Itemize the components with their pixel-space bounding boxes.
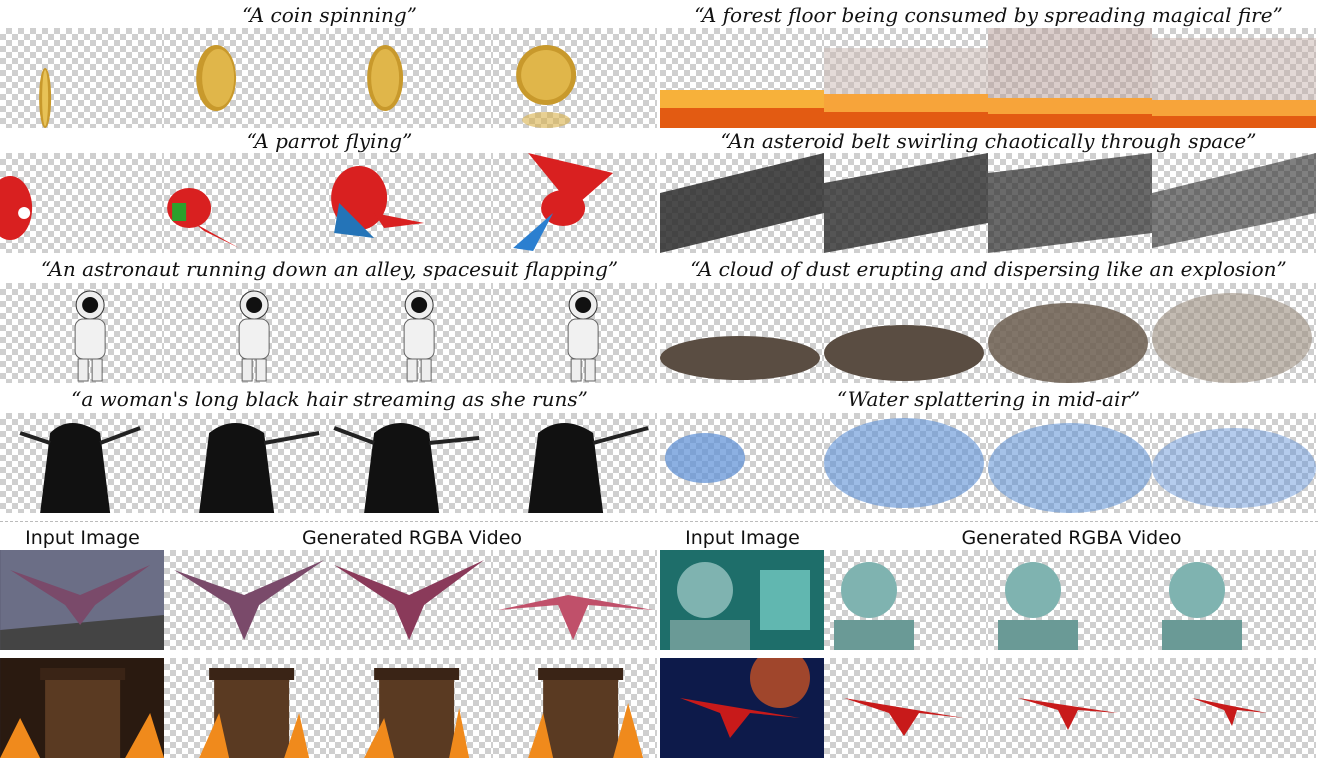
input-image-label-right: Input Image	[685, 527, 800, 549]
water-frame	[1152, 413, 1316, 513]
asteroid-strip	[660, 153, 1316, 253]
water-frame	[660, 413, 824, 513]
jet-frame	[824, 658, 988, 758]
robot-strip	[660, 550, 1316, 650]
fire-strip	[660, 28, 1316, 128]
hair-frame	[492, 413, 657, 513]
door-strip	[0, 658, 657, 758]
fire-frame	[660, 28, 824, 128]
astronaut-strip	[0, 283, 657, 383]
robot-input-frame	[660, 550, 824, 650]
dust-frame	[988, 283, 1152, 383]
coin-strip	[0, 28, 657, 128]
astronaut-frame	[164, 283, 329, 383]
caption-asteroid: “An asteroid belt swirling chaotically t…	[720, 129, 1257, 153]
robot-frame	[988, 550, 1152, 650]
parrot-frame	[164, 153, 329, 253]
water-frame	[988, 413, 1152, 513]
coin-frame	[164, 28, 329, 128]
caption-water: “Water splattering in mid-air”	[836, 387, 1141, 411]
caption-coin: “A coin spinning”	[242, 3, 417, 27]
astronaut-frame	[492, 283, 657, 383]
caption-fire: “A forest floor being consumed by spread…	[694, 3, 1283, 27]
hair-strip	[0, 413, 657, 513]
jet-frame	[1152, 658, 1316, 758]
coin-frame	[492, 28, 657, 128]
asteroid-frame	[824, 153, 988, 253]
dragon-frame	[164, 550, 329, 650]
dust-frame	[660, 283, 824, 383]
input-image-label-left: Input Image	[25, 527, 140, 549]
robot-frame	[1152, 550, 1316, 650]
fire-frame	[824, 28, 988, 128]
caption-hair: “a woman's long black hair streaming as …	[71, 387, 588, 411]
door-frame	[328, 658, 493, 758]
dust-frame	[824, 283, 988, 383]
section-divider	[0, 521, 1318, 522]
parrot-frame	[0, 153, 165, 253]
astronaut-frame	[0, 283, 165, 383]
parrot-frame	[328, 153, 493, 253]
dust-strip	[660, 283, 1316, 383]
dragon-frame	[328, 550, 493, 650]
asteroid-frame	[660, 153, 824, 253]
robot-frame	[824, 550, 988, 650]
jet-frame	[988, 658, 1152, 758]
jet-input-frame	[660, 658, 824, 758]
parrot-strip	[0, 153, 657, 253]
fire-frame	[988, 28, 1152, 128]
hair-frame	[164, 413, 329, 513]
jet-strip	[660, 658, 1316, 758]
dust-frame	[1152, 283, 1316, 383]
asteroid-frame	[988, 153, 1152, 253]
caption-parrot: “A parrot flying”	[246, 129, 413, 153]
caption-dust: “A cloud of dust erupting and dispersing…	[690, 257, 1287, 281]
water-strip	[660, 413, 1316, 513]
generated-video-label-left: Generated RGBA Video	[301, 527, 523, 549]
dragon-strip	[0, 550, 657, 650]
fire-frame	[1152, 28, 1316, 128]
astronaut-frame	[328, 283, 493, 383]
hair-frame	[0, 413, 165, 513]
generated-video-label-right: Generated RGBA Video	[961, 527, 1182, 549]
coin-frame	[328, 28, 493, 128]
caption-astronaut: “An astronaut running down an alley, spa…	[40, 257, 619, 281]
dragon-input-frame	[0, 550, 165, 650]
door-input-frame	[0, 658, 165, 758]
hair-frame	[328, 413, 493, 513]
asteroid-frame	[1152, 153, 1316, 253]
coin-frame	[0, 28, 165, 128]
water-frame	[824, 413, 988, 513]
door-frame	[164, 658, 329, 758]
dragon-frame	[492, 550, 657, 650]
door-frame	[492, 658, 657, 758]
parrot-frame	[492, 153, 657, 253]
